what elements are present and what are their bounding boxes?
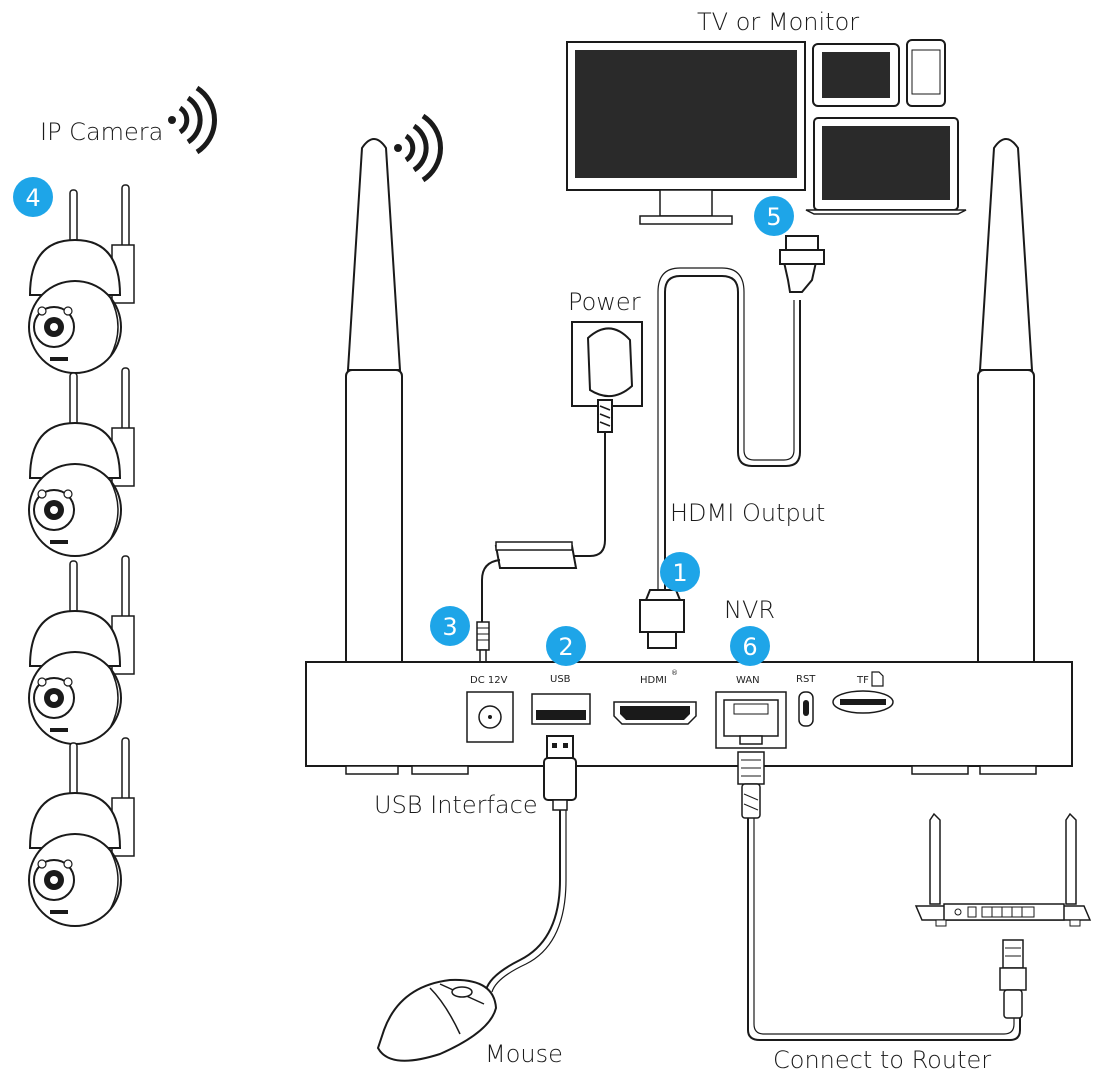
sd-card-icon [871, 671, 884, 687]
svg-text:3: 3 [442, 613, 457, 641]
laptop-icon [805, 117, 967, 215]
svg-text:1: 1 [672, 559, 687, 587]
tf-slot-label: TF [856, 675, 869, 686]
wifi-signal-icon [168, 85, 217, 155]
svg-text:2: 2 [558, 633, 573, 661]
ip-camera-label: IP Camera [40, 118, 163, 146]
usb-port-label: USB [550, 674, 571, 685]
tv-monitor-label: TV or Monitor [697, 8, 859, 36]
dc-port-icon [466, 691, 514, 743]
step-badge-2: 2 [546, 626, 586, 666]
power-label: Power [568, 288, 641, 316]
svg-text:6: 6 [742, 633, 757, 661]
wan-port-icon [715, 691, 787, 749]
hdmi-port-icon [613, 701, 697, 725]
hdmi-registered-mark: ® [671, 669, 678, 677]
ethernet-plug-icon [737, 751, 765, 819]
ethernet-cable [747, 818, 1021, 1041]
wan-port-label: WAN [736, 675, 760, 686]
step-badge-5: 5 [754, 196, 794, 236]
dc-cable [481, 559, 501, 622]
usb-plug-icon [543, 735, 577, 811]
hdmi-plug-bottom-icon [639, 589, 685, 649]
step-badge-6: 6 [730, 626, 770, 666]
tv-monitor-icon [566, 41, 806, 225]
step-badge-1: 1 [660, 552, 700, 592]
hdmi-cable [664, 275, 801, 596]
hdmi-plug-top-icon [779, 235, 825, 293]
connect-router-label: Connect to Router [773, 1046, 991, 1074]
svg-text:4: 4 [25, 184, 40, 212]
antenna-left-icon [341, 138, 407, 751]
mouse-label: Mouse [485, 1040, 563, 1068]
dc-brick-icon [494, 541, 578, 569]
usb-port-icon [531, 693, 591, 725]
router-icon [914, 812, 1092, 927]
router-ethernet-plug-icon [999, 939, 1027, 1019]
ip-camera-icon [28, 367, 135, 557]
power-adapter-icon [571, 321, 643, 433]
usb-cable [485, 810, 561, 991]
dc-port-label: DC 12V [470, 675, 508, 686]
antenna-right-icon [973, 138, 1039, 751]
ip-camera-icon [28, 737, 135, 927]
mouse-icon [376, 978, 498, 1062]
hdmi-output-label: HDMI Output [670, 499, 825, 527]
nvr-label: NVR [724, 596, 775, 624]
tf-slot-icon [832, 690, 894, 714]
tablet-icon [812, 43, 900, 107]
wifi-signal-icon [394, 113, 443, 183]
hdmi-port-label: HDMI [640, 675, 667, 686]
ip-camera-icon [28, 184, 135, 374]
ip-camera-stack [28, 184, 135, 927]
svg-text:5: 5 [766, 203, 781, 231]
step-badge-4: 4 [13, 177, 53, 217]
power-cable [572, 432, 606, 557]
dc-plug-icon [476, 621, 490, 663]
reset-button-icon [798, 691, 814, 727]
rst-button-label: RST [796, 674, 816, 685]
step-badge-3: 3 [430, 606, 470, 646]
usb-interface-label: USB Interface [374, 791, 538, 819]
ip-camera-icon [28, 555, 135, 745]
phone-icon [906, 39, 946, 107]
